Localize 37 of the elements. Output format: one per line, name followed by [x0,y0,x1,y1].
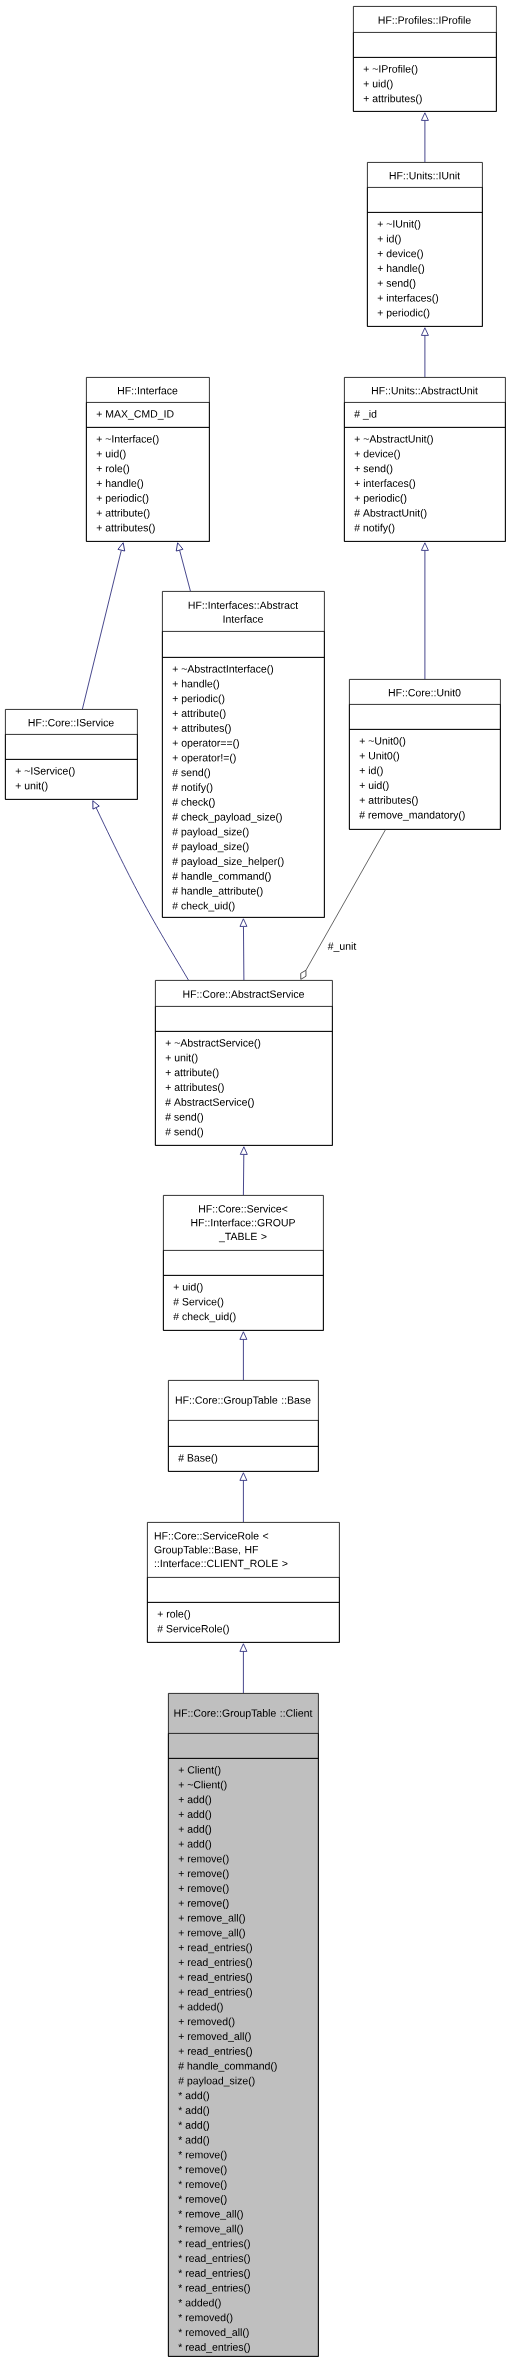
inheritance-arrow [175,542,191,592]
method-compartment: + ~Unit0() + Unit0() + id() + uid() + attributes() # remove_mandatory() [349,729,501,830]
method-compartment: + role() # ServiceRole() [147,1602,340,1643]
inheritance-arrow [239,1331,248,1381]
edge-label: #_unit [326,941,358,953]
attribute-compartment [349,704,501,730]
attribute-compartment [155,1006,333,1032]
attribute-compartment [162,631,325,658]
attribute-compartment: # _id [344,402,506,428]
attribute-compartment [353,32,497,58]
inheritance-arrow [421,112,429,163]
method-compartment: + ~IService() + unit() [5,759,138,800]
method-compartment: + ~AbstractUnit() + device() + send() + interfaces() + periodic() # AbstractUnit() # notify() [344,427,506,542]
method-compartment: + ~AbstractInterface() + handle() + periodic() + attribute() + attributes() + operator==() + operator!=() # send() # notify() # check() # check_payload_size() # payload_size() # payload_size() # payload_size_helper() # handle_command() # handle_attribute() # check_uid() [162,657,325,918]
method-compartment: + ~IProfile() + uid() + attributes() [353,57,497,112]
attribute-compartment [163,1250,324,1276]
aggregation-line [300,829,386,980]
method-compartment: + uid() # Service() # check_uid() [163,1275,324,1331]
inheritance-arrow [239,1472,248,1523]
method-compartment: + ~Interface() + uid() + role() + handle() + periodic() + attribute() + attributes() [86,427,210,542]
method-compartment: + ~AbstractService() + unit() + attribute() + attributes() # AbstractService() # send() # send() [155,1031,333,1146]
attribute-compartment [168,1420,319,1447]
method-compartment: + ~IUnit() + id() + device() + handle() + send() + interfaces() + periodic() [367,212,483,327]
inheritance-arrow [239,918,248,981]
method-compartment: + Client() + ~Client() + add() + add() + add() + add() + remove() + remove() + remove() + remove() + remove_all() + remove_all() + read_entries() + read_entries() + read_entries() + read_entries() + added() + removed() + removed_all() + read_entries() # handle_command() # payload_size() * add() * add() * add() * add() * remove() * remove() * remove() * remove() * remove_all() * remove_all() * read_entries() * read_entries() * read_entries() * read_entries() * added() * removed() * removed_all() * read_entries() [168,1758,319,2357]
inheritance-arrow [421,327,429,378]
method-compartment: # Base() [168,1446,319,1472]
inheritance-arrow [239,1643,248,1694]
inheritance-arrow [239,1146,248,1196]
attribute-compartment [168,1733,319,1759]
attribute-compartment [147,1577,340,1603]
attribute-compartment [5,734,138,760]
inheritance-arrow [421,542,429,680]
attribute-compartment [367,187,483,213]
inheritance-arrow [92,800,189,981]
inheritance-arrow [82,542,126,710]
attribute-compartment: + MAX_CMD_ID [86,402,210,428]
